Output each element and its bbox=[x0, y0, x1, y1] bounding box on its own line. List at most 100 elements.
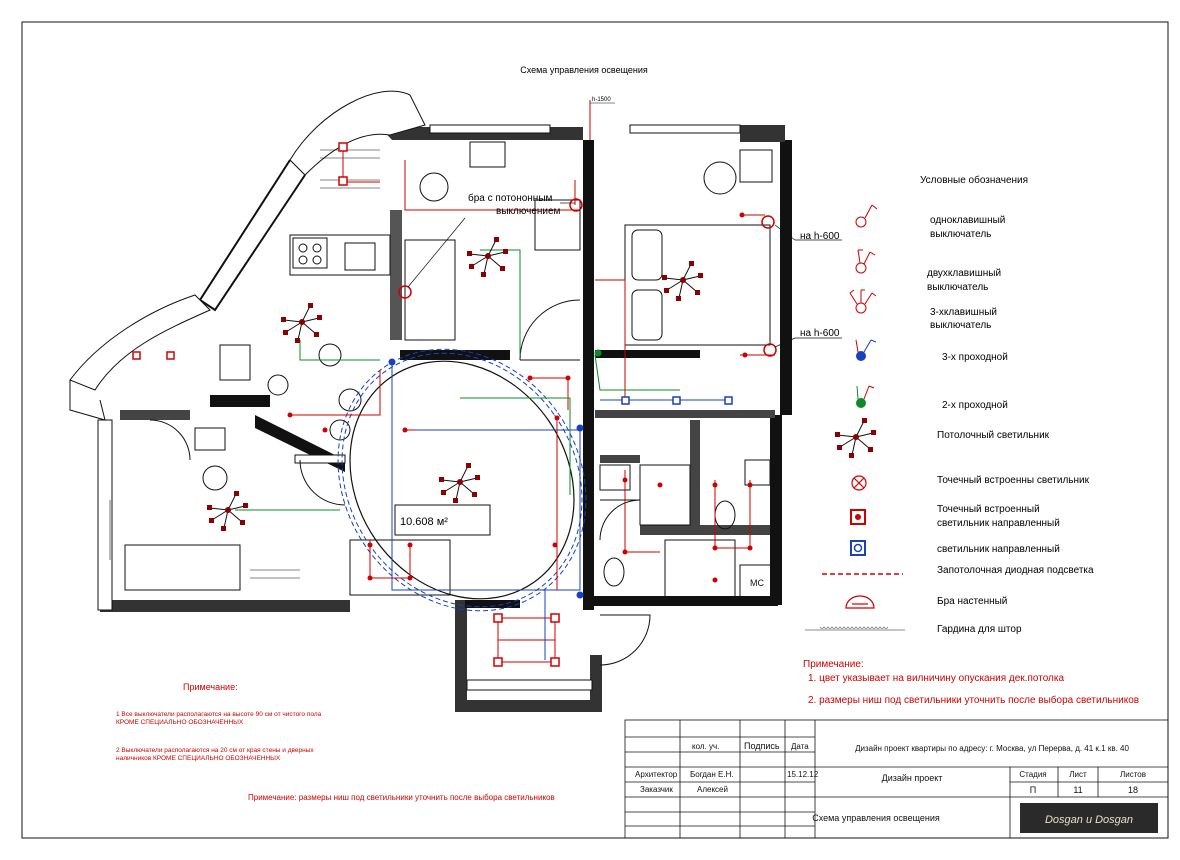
desk bbox=[469, 141, 506, 168]
triple-switch-icon bbox=[849, 289, 877, 314]
bra-label-line2: выключением bbox=[496, 206, 561, 217]
outer-wall bbox=[590, 655, 602, 712]
bay-wall bbox=[69, 380, 106, 421]
outer-wall bbox=[583, 596, 778, 606]
stove bbox=[292, 237, 328, 269]
outer-wall bbox=[740, 125, 785, 142]
legend-label: одноклавишный bbox=[930, 215, 1005, 226]
title-block bbox=[624, 719, 1169, 839]
directional-spotlight-icon bbox=[132, 351, 141, 360]
chair bbox=[202, 465, 228, 491]
directional-spotlight-icon bbox=[166, 351, 175, 360]
wiring-red bbox=[290, 100, 775, 663]
note-right-line: 1. цвет указывает на вилничину опускания… bbox=[808, 673, 1064, 684]
legend-label: выключатель bbox=[930, 320, 991, 331]
blue-directional-lamp-icon bbox=[850, 540, 866, 556]
door bbox=[599, 499, 641, 541]
outer-wall bbox=[770, 415, 782, 605]
mc-label: MC bbox=[750, 578, 764, 588]
blue-directional-lamp-icon bbox=[621, 396, 630, 405]
curtain-rod-icon bbox=[805, 626, 905, 631]
legend-label: 2-х проходной bbox=[942, 400, 1008, 411]
col-kol: кол. уч. bbox=[692, 742, 719, 751]
pillow bbox=[631, 289, 663, 341]
sheets-value: 18 bbox=[1128, 785, 1138, 795]
wall-sconce-icon bbox=[845, 595, 875, 609]
logo-text: Dosgan u Dosgan bbox=[1045, 814, 1133, 826]
note-left-line: 1 Все выключатели располагаются на высот… bbox=[116, 711, 322, 718]
drawing-name: Схема управления освещения bbox=[812, 813, 940, 823]
interior-wall bbox=[690, 420, 700, 525]
note-left-title: Примечание: bbox=[183, 682, 238, 692]
legend-label: Точечный встроенны светильник bbox=[937, 475, 1090, 486]
shower bbox=[664, 539, 736, 599]
door bbox=[519, 299, 581, 361]
sofa bbox=[349, 539, 451, 596]
bed bbox=[404, 239, 456, 341]
kitchen-sink bbox=[344, 242, 376, 271]
note-right-line: 2. размеры ниш под светильники уточнить … bbox=[808, 694, 1139, 706]
bay-wall bbox=[289, 90, 426, 176]
interior-wall bbox=[640, 525, 770, 535]
fridge bbox=[219, 344, 251, 381]
directional-spotlight-icon bbox=[338, 176, 348, 186]
interior-wall bbox=[120, 410, 190, 420]
blue-directional-lamp-icon bbox=[672, 396, 681, 405]
legend-label: светильник направленный bbox=[937, 544, 1060, 555]
directional-spotlight-icon bbox=[493, 613, 503, 623]
wiring-green bbox=[235, 249, 680, 511]
shower bbox=[639, 464, 691, 526]
outer-wall bbox=[455, 700, 600, 712]
legend-label: 3-хклавишный bbox=[930, 307, 997, 318]
note-right-title: Примечание: bbox=[803, 659, 864, 670]
legend-label: Точечный встроенный bbox=[937, 504, 1040, 515]
legend-label: Гардина для штор bbox=[937, 624, 1022, 635]
outer-wall bbox=[100, 600, 350, 612]
sheet-label: Лист bbox=[1069, 770, 1087, 779]
design-label: Дизайн проект bbox=[882, 773, 943, 783]
note-right: Примечание: 1. цвет указывает на вилничи… bbox=[803, 659, 1139, 706]
ceiling-lamp-icon bbox=[662, 261, 703, 301]
double-switch-icon bbox=[855, 249, 876, 274]
directional-spotlight-icon bbox=[850, 509, 866, 525]
interior-wall bbox=[595, 350, 700, 358]
legend-label: выключатель bbox=[930, 229, 991, 240]
area-label: 10.608 м² bbox=[400, 516, 448, 528]
blue-directional-lamp-icon bbox=[724, 396, 733, 405]
interior-wall bbox=[600, 455, 640, 463]
sofa bbox=[124, 544, 241, 591]
sheets-label: Листов bbox=[1120, 770, 1146, 779]
title-block-text: кол. уч. Подпись Дата Дизайн проект квар… bbox=[635, 741, 1146, 823]
outer-wall bbox=[455, 600, 467, 710]
row1-name: Богдан Е.Н. bbox=[690, 770, 734, 779]
balcony-rail bbox=[465, 600, 520, 608]
ceiling-lamp-icon bbox=[207, 491, 248, 531]
door bbox=[599, 614, 651, 666]
legend-title: Условные обозначения bbox=[920, 174, 1028, 186]
stage-label: Стадия bbox=[1019, 770, 1046, 779]
h600-bottom-label: на h-600 bbox=[800, 328, 840, 339]
ceiling-lamp-icon bbox=[281, 303, 322, 343]
wardrobe bbox=[534, 199, 581, 251]
row2-name: Алексей bbox=[697, 785, 728, 794]
note-left: Примечание: 1 Все выключатели располагаю… bbox=[116, 682, 555, 802]
ceiling-lamp-icon bbox=[439, 463, 480, 503]
mc-box bbox=[739, 564, 776, 598]
ceiling-lamp-icon bbox=[467, 237, 508, 277]
switch-points bbox=[388, 198, 777, 599]
note-left-bottom: Примечание: размеры ниш под светильники … bbox=[248, 793, 555, 802]
directional-spotlight-icon bbox=[550, 613, 560, 623]
col-data: Дата bbox=[791, 742, 809, 751]
sheet-frame bbox=[21, 21, 1169, 839]
balcony-window bbox=[466, 679, 593, 691]
door bbox=[149, 419, 191, 461]
directional-spotlight-icon bbox=[550, 657, 560, 667]
drawing-title: Схема управления освещения bbox=[520, 65, 648, 75]
interior-wall bbox=[294, 454, 346, 464]
two-way-switch-icon bbox=[856, 385, 875, 408]
bay-wall bbox=[97, 419, 113, 611]
interior-wall bbox=[595, 410, 775, 418]
legend-label: выключатель bbox=[927, 282, 988, 293]
directional-spotlight-icon bbox=[338, 142, 348, 152]
